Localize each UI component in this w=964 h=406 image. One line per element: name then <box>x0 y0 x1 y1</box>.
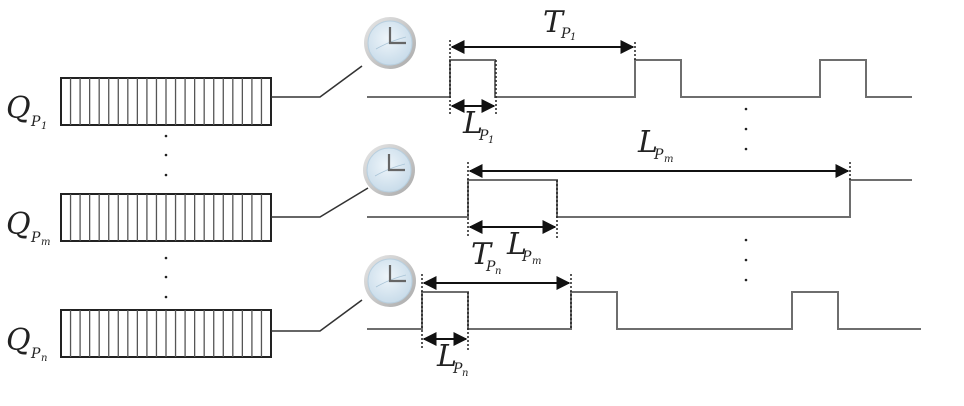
svg-text:P: P <box>452 361 463 377</box>
period-label-p1: T P 1 <box>543 5 576 43</box>
queue-label-pn-main: Q <box>6 323 31 358</box>
length-label-pn: L P n <box>436 339 468 379</box>
queue-p1: Q P 1 <box>6 77 272 132</box>
svg-text:m: m <box>664 154 673 165</box>
switch-connector-p1 <box>271 65 363 98</box>
svg-text:P: P <box>485 259 496 275</box>
queue-label-p1-main: Q <box>6 91 31 126</box>
length-label-pm: L P m <box>506 227 541 267</box>
svg-text:n: n <box>462 368 468 379</box>
signal-waveform-pm <box>367 179 912 218</box>
ellipsis-signals-2 <box>744 238 748 282</box>
queue-label-p1-subsub: 1 <box>41 121 47 132</box>
queue-label-p1-sub: P <box>30 114 41 130</box>
svg-text:1: 1 <box>488 135 494 146</box>
queue-buffer-pn <box>60 309 272 358</box>
clock-icon <box>363 144 415 196</box>
svg-text:L: L <box>436 339 457 374</box>
svg-text:n: n <box>495 266 501 277</box>
switch-connector-pm <box>271 187 369 218</box>
ellipsis-queues-2 <box>164 256 168 299</box>
svg-text:m: m <box>532 256 541 267</box>
svg-text:P: P <box>653 147 664 163</box>
queue-label-pm-sub: P <box>30 230 41 246</box>
queue-label-pm-main: Q <box>6 207 31 242</box>
svg-text:T: T <box>543 5 565 40</box>
svg-text:P: P <box>521 249 532 265</box>
signal-waveform-p1 <box>367 59 912 98</box>
switch-connector-pn <box>271 299 363 332</box>
svg-text:L: L <box>506 227 527 262</box>
length-label-p1: L P 1 <box>462 106 494 146</box>
clock-icon <box>364 255 416 307</box>
ellipsis-signals-1 <box>744 107 748 151</box>
queue-pn: Q P n <box>6 309 272 364</box>
period-label-pn: T P n <box>471 237 501 277</box>
period-label-pm: L P m <box>637 125 673 165</box>
queue-pm: Q P m <box>6 193 272 248</box>
svg-text:L: L <box>462 106 483 141</box>
svg-text:P: P <box>560 26 571 42</box>
queue-buffer-p1 <box>60 77 272 126</box>
queue-label-pm-subsub: m <box>41 237 50 248</box>
svg-text:1: 1 <box>570 32 576 43</box>
signal-waveform-pn <box>367 291 921 330</box>
svg-text:P: P <box>478 128 489 144</box>
queue-label-pn-subsub: n <box>41 353 47 364</box>
queue-label-pn-sub: P <box>30 346 41 362</box>
svg-text:T: T <box>471 237 493 272</box>
ellipsis-queues-1 <box>164 134 168 177</box>
queue-buffer-pm <box>60 193 272 242</box>
svg-text:L: L <box>637 125 658 160</box>
clock-icon <box>364 17 416 69</box>
